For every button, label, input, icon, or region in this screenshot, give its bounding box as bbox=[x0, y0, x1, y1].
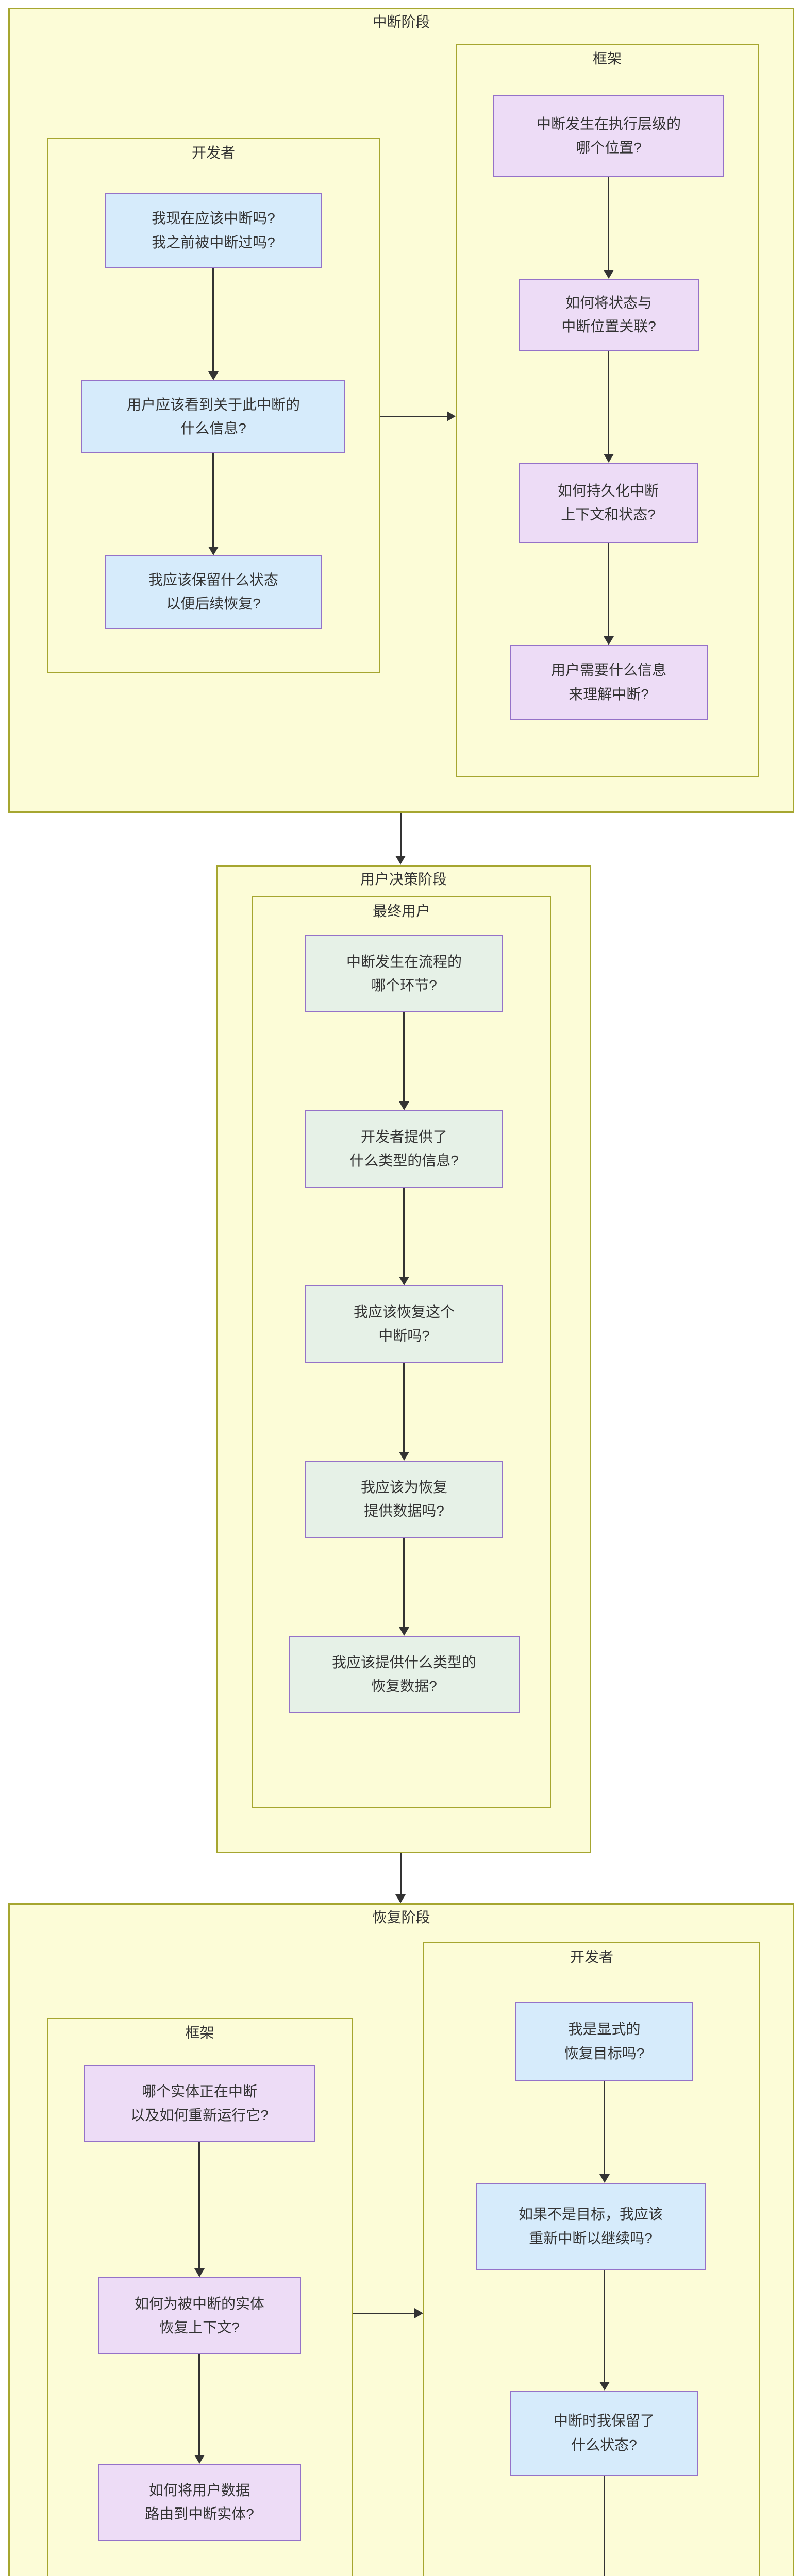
section-interrupt-phase-title: 中断阶段 bbox=[372, 14, 430, 30]
edge-s3d3-s3d4-line bbox=[604, 2476, 605, 2576]
edge-interrupt-userdecision-arrowhead-icon bbox=[395, 856, 406, 865]
edge-s2u2-s2u3-line bbox=[403, 1188, 405, 1277]
node-s1d1: 我现在应该中断吗? 我之前被中断过吗? bbox=[105, 193, 322, 268]
node-s2u5: 我应该提供什么类型的 恢复数据? bbox=[289, 1636, 520, 1713]
edge-s2u2-s2u3-arrowhead-icon bbox=[399, 1277, 409, 1285]
edge-s1d1-s1d2-arrowhead-icon bbox=[208, 371, 219, 380]
edge-s1f3-s1f4-arrowhead-icon bbox=[604, 636, 614, 645]
node-s1f3: 如何持久化中断 上下文和状态? bbox=[519, 463, 698, 543]
edge-s3f1-s3f2-arrowhead-icon bbox=[194, 2268, 205, 2277]
node-s1d2: 用户应该看到关于此中断的 什么信息? bbox=[81, 380, 345, 453]
cluster-interrupt-developer-title: 开发者 bbox=[191, 145, 235, 161]
node-s3f1: 哪个实体正在中断 以及如何重新运行它? bbox=[84, 2065, 315, 2142]
node-s3f3: 如何将用户数据 路由到中断实体? bbox=[98, 2464, 301, 2541]
edge-s3f1-s3f2-line bbox=[198, 2142, 200, 2269]
edge-s2u3-s2u4-line bbox=[403, 1363, 405, 1452]
edge-s2u4-s2u5-arrowhead-icon bbox=[399, 1627, 409, 1636]
edge-s1d2-s1d3-arrowhead-icon bbox=[208, 547, 219, 555]
node-s2u4: 我应该为恢复 提供数据吗? bbox=[305, 1461, 503, 1538]
node-s2u2: 开发者提供了 什么类型的信息? bbox=[305, 1110, 503, 1188]
edge-s3d2-s3d3-line bbox=[604, 2270, 605, 2382]
edge-s3d1-s3d2-line bbox=[604, 2081, 605, 2175]
section-user-decision-phase-title: 用户决策阶段 bbox=[360, 871, 447, 887]
edge-recovery-framework-developer-arrowhead-icon bbox=[414, 2308, 423, 2318]
edge-userdecision-recovery-line bbox=[400, 1853, 402, 1895]
cluster-recovery-developer-title: 开发者 bbox=[570, 1949, 613, 1965]
node-s2u1: 中断发生在流程的 哪个环节? bbox=[305, 935, 503, 1012]
edge-s2u1-s2u2-arrowhead-icon bbox=[399, 1101, 409, 1110]
edge-dev-framework-line bbox=[380, 416, 447, 417]
node-s2u3: 我应该恢复这个 中断吗? bbox=[305, 1285, 503, 1363]
node-s1f1: 中断发生在执行层级的 哪个位置? bbox=[493, 95, 724, 177]
edge-dev-framework-arrowhead-icon bbox=[447, 411, 456, 421]
cluster-interrupt-framework-title: 框架 bbox=[592, 50, 622, 66]
section-recovery-phase-title: 恢复阶段 bbox=[372, 1909, 430, 1925]
node-s1d3: 我应该保留什么状态 以便后续恢复? bbox=[105, 555, 322, 629]
cluster-recovery-framework-title: 框架 bbox=[185, 2025, 214, 2041]
edge-recovery-framework-developer-line bbox=[353, 2313, 415, 2314]
node-s3d2: 如果不是目标，我应该 重新中断以继续吗? bbox=[476, 2183, 706, 2270]
edge-s2u1-s2u2-line bbox=[403, 1012, 405, 1102]
cluster-end-user-title: 最终用户 bbox=[372, 903, 430, 919]
edge-s3f2-s3f3-line bbox=[198, 2354, 200, 2455]
node-s3d3: 中断时我保留了 什么状态? bbox=[510, 2391, 698, 2476]
edge-s1d2-s1d3-line bbox=[212, 453, 214, 547]
edge-s2u4-s2u5-line bbox=[403, 1538, 405, 1628]
node-s3d1: 我是显式的 恢复目标吗? bbox=[515, 2002, 693, 2081]
edge-s3f2-s3f3-arrowhead-icon bbox=[194, 2455, 205, 2464]
edge-s1f2-s1f3-arrowhead-icon bbox=[604, 454, 614, 463]
edge-s1f3-s1f4-line bbox=[608, 543, 609, 637]
edge-s3d2-s3d3-arrowhead-icon bbox=[599, 2382, 610, 2391]
edge-userdecision-recovery-arrowhead-icon bbox=[395, 1894, 406, 1903]
edge-s1d1-s1d2-line bbox=[212, 268, 214, 372]
edge-s3d1-s3d2-arrowhead-icon bbox=[599, 2174, 610, 2183]
node-s1f4: 用户需要什么信息 来理解中断? bbox=[510, 645, 708, 720]
node-s1f2: 如何将状态与 中断位置关联? bbox=[519, 279, 699, 351]
edge-interrupt-userdecision-line bbox=[400, 813, 402, 856]
edge-s1f1-s1f2-arrowhead-icon bbox=[604, 270, 614, 279]
node-s3f2: 如何为被中断的实体 恢复上下文? bbox=[98, 2277, 301, 2354]
edge-s2u3-s2u4-arrowhead-icon bbox=[399, 1452, 409, 1461]
edge-s1f1-s1f2-line bbox=[608, 177, 609, 270]
edge-s1f2-s1f3-line bbox=[608, 351, 609, 454]
